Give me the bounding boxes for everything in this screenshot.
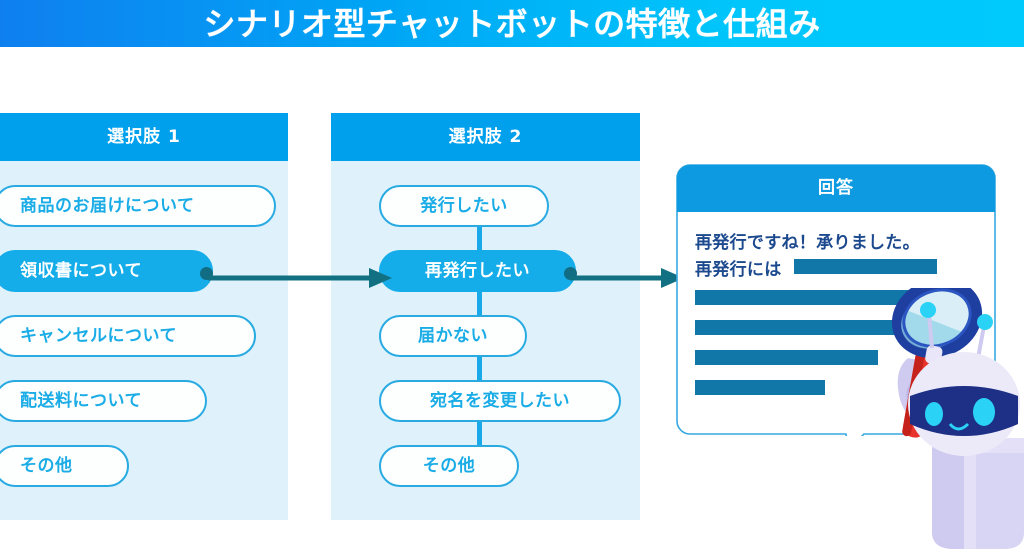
answer-body: 再発行ですね！承りました。 再発行には: [676, 212, 996, 434]
column-2-body: 発行したい 再発行したい 届かない 宛名を変更したい その他: [331, 161, 640, 520]
answer-line-1: 再発行ですね！承りました。: [695, 233, 920, 253]
page-title-bar: シナリオ型チャットボットの特徴と仕組み: [0, 0, 1024, 47]
option-pill-shipping-fee[interactable]: 配送料について: [0, 380, 207, 422]
robot-illustration: [880, 288, 1024, 549]
redacted-bar: [695, 290, 939, 305]
option-pill-change-addressee[interactable]: 宛名を変更したい: [379, 380, 621, 422]
redacted-bar: [695, 350, 878, 365]
vertical-connector: [477, 221, 482, 257]
option-pill-receipt-active[interactable]: 領収書について: [0, 250, 213, 292]
option-label: その他: [20, 455, 73, 476]
vertical-connector: [477, 351, 482, 387]
option-label: キャンセルについて: [20, 325, 177, 346]
page-title: シナリオ型チャットボットの特徴と仕組み: [203, 4, 821, 43]
column-2-header: 選択肢 2: [331, 113, 640, 161]
robot-body-icon: [932, 438, 1024, 549]
option-pill-other[interactable]: その他: [379, 445, 519, 487]
column-1-header: 選択肢 1: [0, 113, 288, 161]
option-pill-issue[interactable]: 発行したい: [379, 185, 549, 227]
vertical-connector: [477, 416, 482, 452]
column-2-header-label: 選択肢 2: [448, 126, 523, 147]
redacted-bar: [695, 320, 939, 335]
option-label: 届かない: [418, 325, 488, 346]
column-1-header-label: 選択肢 1: [107, 126, 181, 147]
redacted-bar: [794, 259, 937, 274]
column-1-body: 商品のお届けについて 領収書について キャンセルについて 配送料について その他: [0, 161, 288, 520]
column-choice-2: 選択肢 2 発行したい 再発行したい 届かない 宛名を変更したい その他: [331, 113, 640, 520]
option-pill-shipping[interactable]: 商品のお届けについて: [0, 185, 276, 227]
arrow-right-icon-2: [570, 268, 684, 288]
option-label: その他: [422, 455, 476, 476]
vertical-connector: [477, 286, 482, 322]
option-pill-other[interactable]: その他: [0, 445, 129, 487]
robot-antenna-icon: [920, 302, 993, 359]
answer-header: 回答: [677, 165, 995, 212]
option-pill-not-delivered[interactable]: 届かない: [379, 315, 527, 357]
option-label: 発行したい: [420, 195, 508, 216]
option-label: 再発行したい: [425, 260, 530, 281]
arrow-right-icon-1: [208, 268, 392, 288]
option-label: 宛名を変更したい: [430, 390, 570, 411]
option-label: 商品のお届けについて: [20, 195, 195, 216]
redacted-bar: [695, 380, 825, 395]
answer-header-label: 回答: [818, 178, 854, 198]
option-label: 領収書について: [20, 260, 142, 281]
answer-line-2: 再発行には: [695, 260, 782, 280]
option-pill-reissue-active[interactable]: 再発行したい: [379, 250, 577, 292]
option-label: 配送料について: [20, 390, 142, 411]
option-pill-cancel[interactable]: キャンセルについて: [0, 315, 256, 357]
column-choice-1: 選択肢 1 商品のお届けについて 領収書について キャンセルについて 配送料につ…: [0, 113, 288, 520]
robot-head-icon: [908, 352, 1020, 456]
